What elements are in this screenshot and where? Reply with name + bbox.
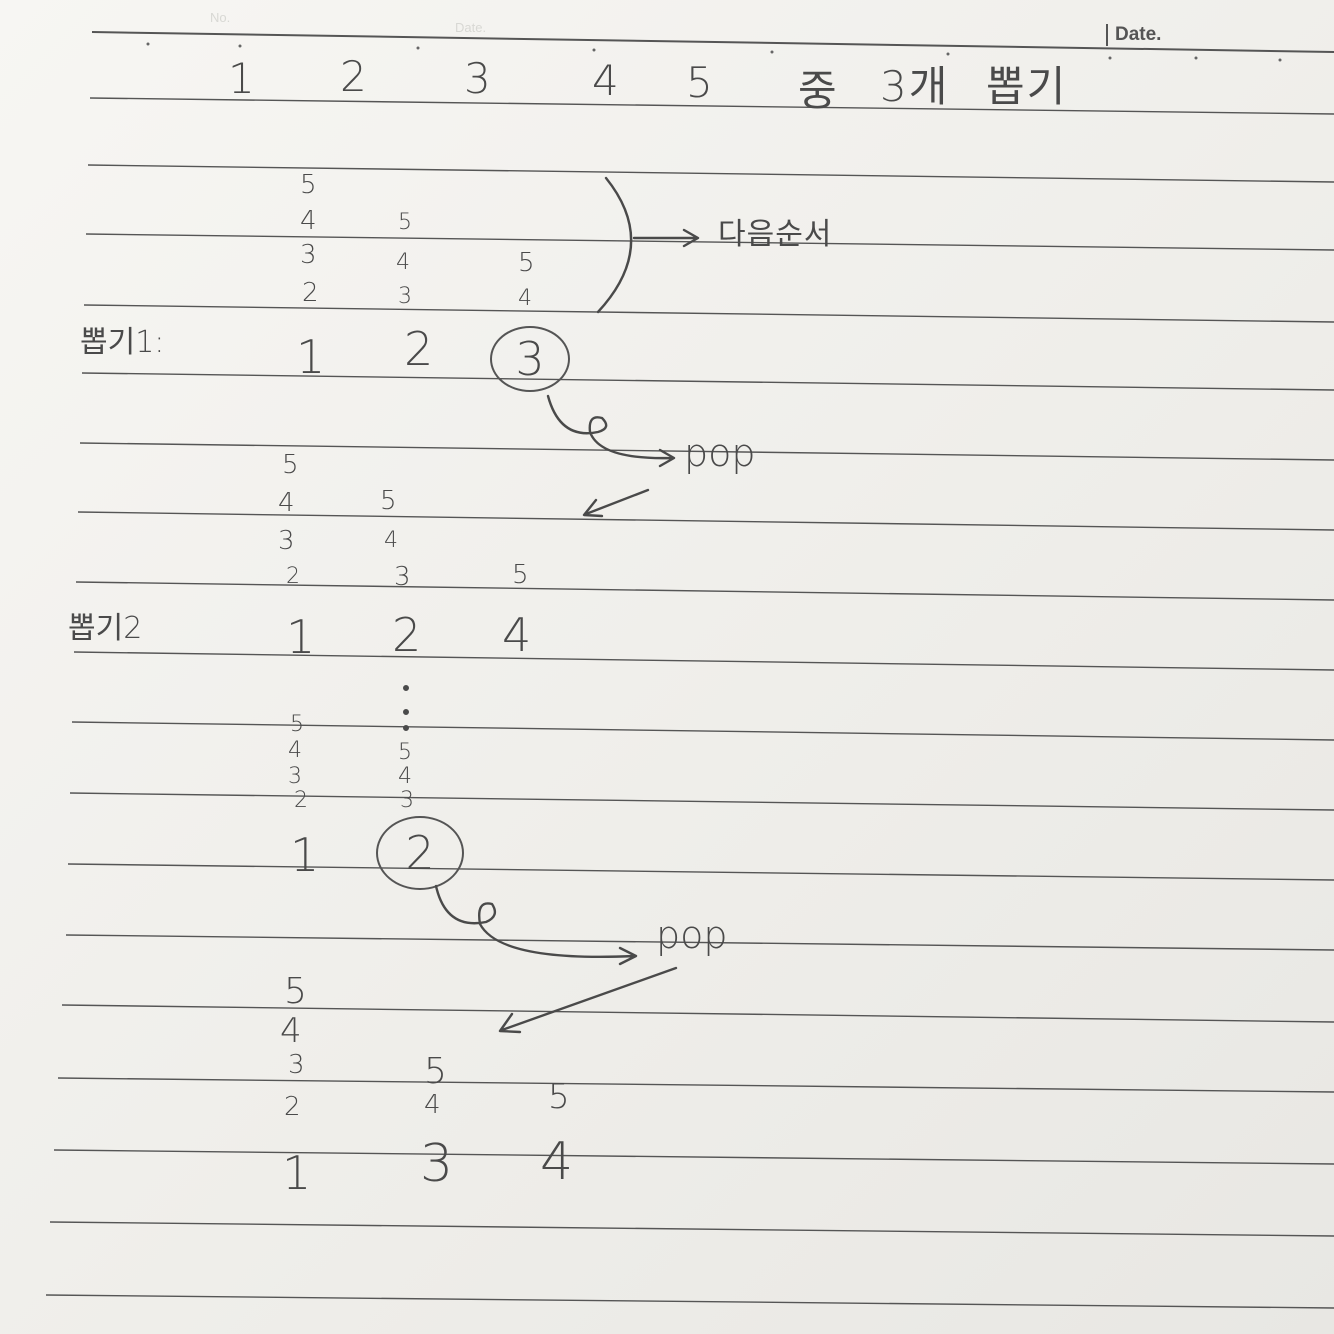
next-order-label: 다음순서 [718, 217, 833, 252]
s1-col2-item: 5 [398, 210, 412, 235]
s4-col1-item: 4 [280, 1011, 302, 1051]
pop-arrow-1-stroke [546, 394, 676, 468]
s2-col1-item: 4 [278, 488, 295, 518]
s3-col2-item: 3 [400, 788, 414, 813]
title-number-3: 3 [464, 54, 493, 103]
pick-1-label: 뽑기1: [80, 325, 165, 360]
title-number-5: 5 [686, 58, 715, 107]
faint-mark-right: Date. [455, 20, 487, 35]
s3-pick: 1 [290, 828, 320, 882]
bracket-stroke [596, 176, 633, 314]
date-label: Date. [1106, 24, 1161, 46]
pop-label-1: pop [684, 431, 756, 475]
s1-col1-item: 4 [300, 206, 317, 236]
s1-col1-item: 2 [302, 278, 319, 308]
next-arrow-stroke [632, 228, 700, 248]
s3-col2-item: 5 [398, 740, 412, 765]
s3-pick-circled: 2 [376, 816, 464, 890]
s2-col2-item: 4 [384, 528, 398, 553]
continuation-dot [403, 725, 410, 732]
faint-mark-left: No. [210, 10, 231, 25]
s4-col1-item: 2 [284, 1092, 301, 1122]
s2-col2-item: 3 [394, 562, 411, 592]
s2-col1-item: 3 [278, 526, 295, 556]
s1-col2-item: 4 [396, 250, 410, 275]
return-arrow-2-stroke [498, 966, 678, 1034]
return-arrow-1-stroke [582, 488, 650, 518]
s4-pick: 3 [420, 1134, 454, 1194]
s3-col1-item: 4 [288, 738, 302, 763]
s2-pick: 2 [392, 608, 422, 662]
continuation-dot [403, 709, 410, 716]
s1-pick-circled: 3 [490, 326, 570, 392]
s2-col2-item: 5 [380, 486, 397, 516]
s1-col1-item: 5 [300, 170, 317, 200]
s4-col2-item: 5 [424, 1051, 447, 1092]
s2-col3-item: 5 [512, 560, 529, 590]
s4-pick: 4 [540, 1132, 574, 1192]
s4-col2-item: 4 [424, 1090, 441, 1120]
s3-col1-item: 2 [294, 788, 308, 813]
s4-col1-item: 3 [288, 1050, 305, 1080]
title-text-a: 중 [798, 66, 839, 115]
s4-pick: 1 [282, 1146, 312, 1200]
s2-col1-item: 2 [286, 564, 300, 589]
s1-pick: 1 [296, 330, 326, 384]
s4-col1-item: 5 [284, 971, 307, 1012]
s1-col1-item: 3 [300, 240, 317, 270]
s4-col3-item: 5 [548, 1077, 570, 1117]
s2-pick: 4 [502, 608, 532, 662]
title-number-1: 1 [228, 54, 257, 103]
pop-arrow-2-stroke [434, 884, 638, 966]
s2-col1-item: 5 [282, 450, 299, 480]
s3-col2-item: 4 [398, 764, 412, 789]
s3-col1-item: 3 [288, 764, 302, 789]
title-number-2: 2 [340, 52, 369, 101]
title-text-b: 3개 [880, 62, 950, 111]
s1-col3-item: 4 [518, 286, 532, 311]
s1-pick: 2 [404, 322, 434, 376]
title-text-c: 뽑기 [986, 62, 1068, 111]
pick-2-label: 뽑기2 [68, 611, 143, 646]
s3-col1-item: 5 [290, 712, 304, 737]
pop-label-2: pop [656, 913, 728, 957]
s1-col2-item: 3 [398, 284, 412, 309]
s1-col3-item: 5 [518, 248, 535, 278]
title-number-4: 4 [592, 56, 621, 105]
s2-pick: 1 [286, 610, 316, 664]
continuation-dot [403, 685, 410, 692]
